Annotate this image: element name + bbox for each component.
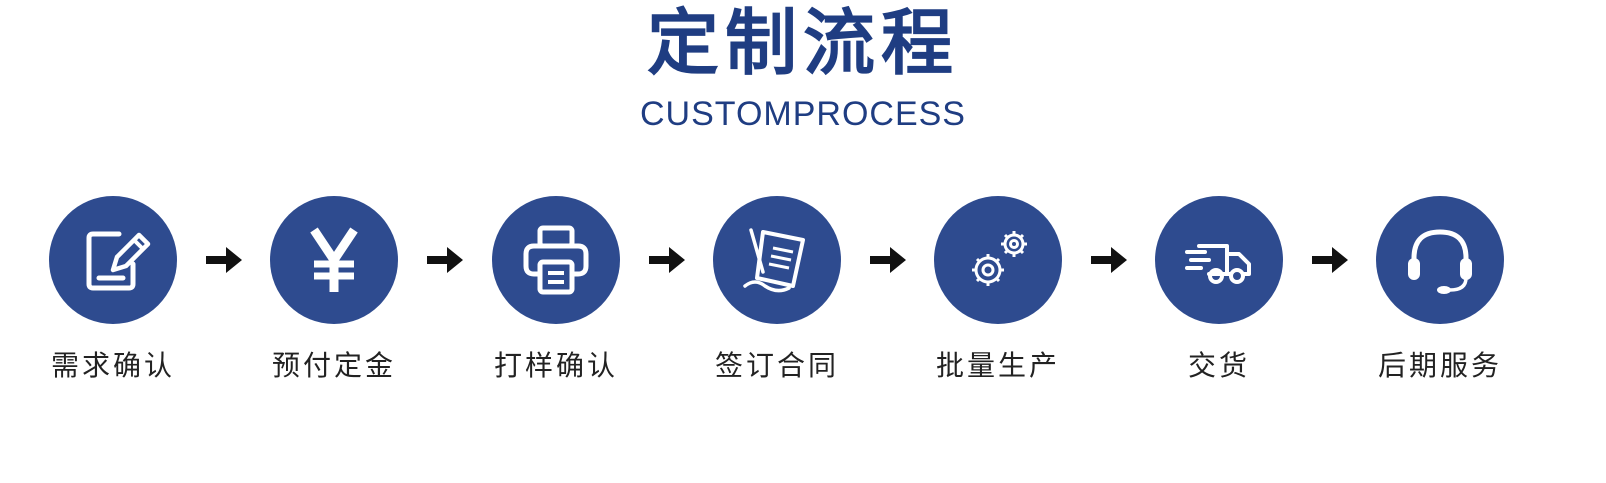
- step-circle: [934, 196, 1062, 324]
- arrow-right-icon: [204, 242, 244, 278]
- process-step-deposit: 预付定金: [244, 196, 424, 384]
- printer-icon: [523, 225, 589, 295]
- page-title: 定制流程: [646, 1, 959, 85]
- step-circle: [270, 196, 398, 324]
- process-step-delivery: 交货: [1129, 196, 1309, 384]
- arrow-right-icon: [425, 242, 465, 278]
- process-step-mass-production: 批量生产: [908, 196, 1088, 384]
- step-circle: [713, 196, 841, 324]
- step-label: 打样确认: [493, 349, 618, 382]
- process-step-after-sales: 后期服务: [1350, 196, 1530, 384]
- arrow-right-icon: [647, 242, 687, 278]
- process-step-sign-contract: 签订合同: [687, 196, 867, 384]
- arrow-right-icon: [1089, 242, 1129, 278]
- step-label: 后期服务: [1377, 349, 1502, 382]
- gears-icon: [972, 231, 1027, 286]
- headset-icon: [1408, 229, 1472, 294]
- process-step-sample-confirm: 打样确认: [466, 196, 646, 384]
- arrow-right-icon: [868, 242, 908, 278]
- edit-document-icon: [86, 231, 151, 291]
- step-label: 预付定金: [271, 349, 396, 382]
- step-circle: [49, 196, 177, 324]
- yen-icon: [310, 227, 358, 292]
- step-label: 需求确认: [50, 349, 175, 382]
- process-step-demand-confirm: 需求确认: [23, 196, 203, 384]
- delivery-truck-icon: [1185, 244, 1251, 284]
- contract-sign-icon: [743, 228, 805, 293]
- step-circle: [1155, 196, 1283, 324]
- arrow-right-icon: [1310, 242, 1350, 278]
- step-label: 批量生产: [935, 349, 1060, 382]
- step-label: 交货: [1187, 349, 1250, 382]
- step-circle: [492, 196, 620, 324]
- step-circle: [1376, 196, 1504, 324]
- page-subtitle: CUSTOMPROCESS: [640, 95, 966, 133]
- step-label: 签订合同: [714, 349, 839, 382]
